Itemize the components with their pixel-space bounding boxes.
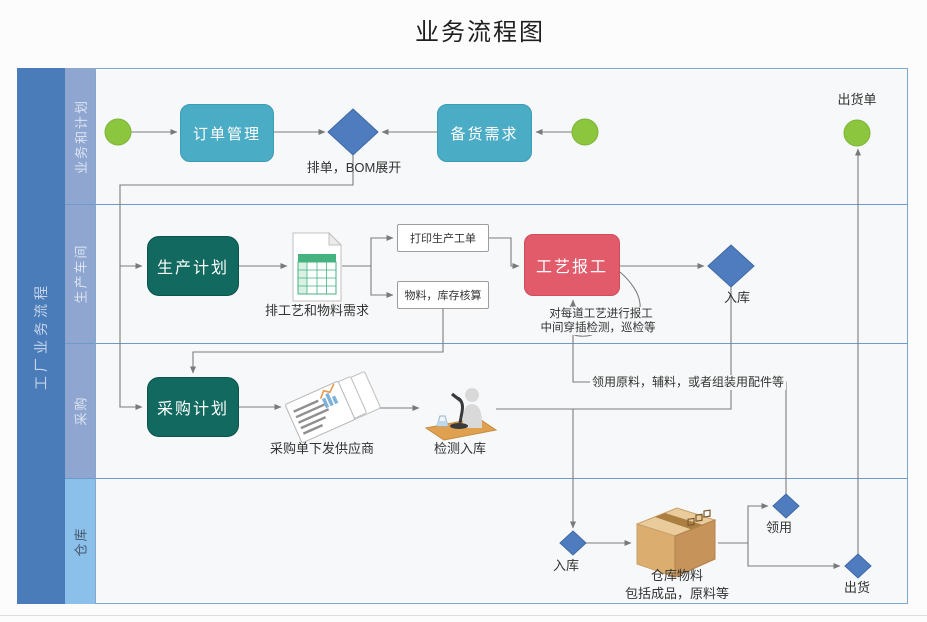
label-loop-line1: 对每道工艺进行报工: [547, 307, 655, 322]
lane-header-warehouse: 仓库: [65, 478, 95, 604]
page-edge-line: [0, 615, 927, 616]
node-purchase-plan-label: 采购计划: [156, 401, 229, 418]
node-process-reporting-label: 工艺报工: [535, 259, 608, 276]
label-requisition: 领用: [765, 520, 793, 535]
lane-label-business-planning: 业务和计划: [73, 98, 89, 174]
label-schedule-materials: 排工艺和物料需求: [264, 303, 370, 318]
lane-divider-1: [65, 204, 908, 205]
node-purchase-plan[interactable]: 采购计划: [147, 377, 239, 437]
page-title: 业务流程图: [415, 18, 545, 46]
lane-header-divider: [95, 68, 96, 604]
lane-divider-3: [65, 478, 908, 479]
lane-label-production: 生产车间: [73, 243, 89, 304]
node-production-plan-label: 生产计划: [156, 260, 229, 277]
node-print-work-order[interactable]: 打印生产工单: [397, 224, 489, 252]
lane-divider-2: [65, 343, 908, 344]
node-order-management[interactable]: 订单管理: [180, 104, 274, 162]
label-loop-line2: 中间穿插检测，巡检等: [538, 321, 658, 336]
label-outbound: 出货: [843, 580, 871, 595]
lane-label-warehouse: 仓库: [73, 525, 89, 557]
label-inbound-warehouse: 入库: [552, 558, 580, 573]
lane-header-production: 生产车间: [65, 204, 95, 343]
sidebar-process-title-text: 工厂业务流程: [33, 282, 49, 390]
node-stock-demand-label: 备货需求: [450, 125, 519, 143]
label-warehouse-goods-1: 仓库物料: [650, 568, 704, 583]
label-requisition-note: 领用原料，辅料，或者组装用配件等: [589, 375, 787, 390]
sidebar-process-title: 工厂业务流程: [17, 68, 65, 604]
node-print-work-order-label: 打印生产工单: [410, 233, 476, 245]
node-material-inventory-check-label: 物料，库存核算: [404, 290, 482, 302]
label-bom-expand: 排单，BOM展开: [306, 160, 402, 175]
lane-header-procurement: 采购: [65, 343, 95, 478]
lane-header-business-planning: 业务和计划: [65, 68, 95, 204]
label-inbound-production: 入库: [723, 290, 751, 305]
lane-label-procurement: 采购: [73, 395, 89, 426]
label-purchase-to-supplier: 采购单下发供应商: [269, 441, 375, 456]
node-material-inventory-check[interactable]: 物料，库存核算: [397, 281, 489, 309]
node-order-management-label: 订单管理: [192, 125, 261, 143]
label-shipping-order: 出货单: [837, 92, 877, 107]
label-warehouse-goods-2: 包括成品，原料等: [624, 586, 730, 601]
node-stock-demand[interactable]: 备货需求: [437, 104, 532, 162]
node-production-plan[interactable]: 生产计划: [147, 236, 239, 296]
node-process-reporting[interactable]: 工艺报工: [524, 234, 620, 296]
label-inspect-inbound: 检测入库: [433, 441, 487, 456]
